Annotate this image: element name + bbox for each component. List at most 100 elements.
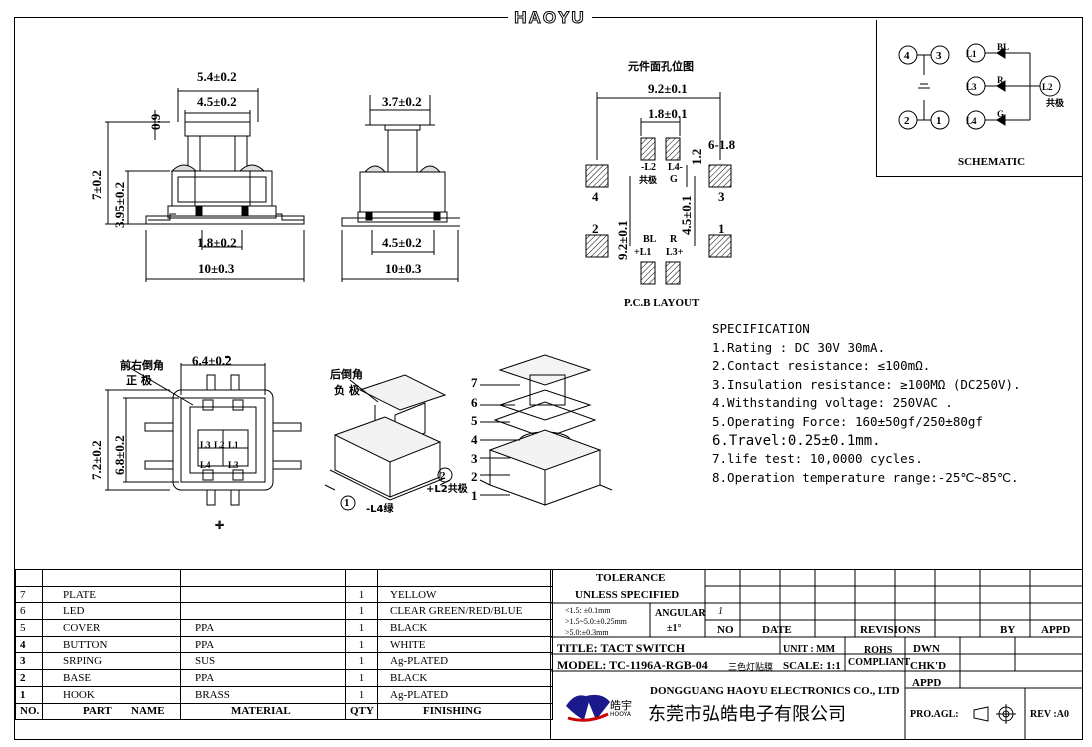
pcb-dim-inner: 4.5±0.1 [679, 195, 694, 235]
exploded-view [479, 354, 613, 506]
top-dim-height: 7.2±0.2 [89, 440, 104, 480]
schematic-common-label: 共极 [1046, 99, 1065, 109]
iso-num-2: 2 [440, 470, 446, 482]
top-note-chamfer: 前右倒角 [120, 359, 164, 372]
side-dim-top: 3.7±0.2 [382, 94, 422, 109]
schematic-node-1: 1 [936, 115, 942, 127]
pcb-label-r: R [670, 234, 678, 245]
tb-tolerance: TOLERANCE [596, 572, 666, 584]
pcb-label-common: 共极 [639, 176, 658, 186]
title-block-grid [550, 569, 1083, 740]
pcb-dim-pad-h: 1.2 [689, 148, 704, 165]
pcb-dim-span: 9.2±0.1 [648, 81, 688, 96]
tb-angular: ANGULAR [655, 608, 706, 619]
top-pad-l3b: L3 [228, 460, 239, 470]
schematic-led-g: G [997, 109, 1005, 119]
pcb-pad-4: 4 [592, 189, 599, 204]
schematic-title: SCHEMATIC [958, 156, 1026, 168]
pcb-label-l1: +L1 [634, 247, 652, 258]
exploded-num-5: 5 [471, 413, 478, 428]
tb-tol-2: >1.5~5.0:±0.25mm [565, 617, 627, 626]
company-name-cn: 东莞市弘皓电子有限公司 [648, 704, 846, 725]
svg-text:+: + [215, 517, 224, 534]
brand-logo: HAOYU [508, 8, 592, 27]
tb-angular-val: ±1° [667, 623, 682, 634]
tb-compliant: COMPLIANT [848, 657, 911, 668]
bom-header-row: NO. PART NAME MATERIAL QTY FINISHING [15, 702, 553, 721]
front-dim-body-height: 3.95±0.2 [112, 181, 127, 228]
spec-item-7: 7.life test: 10,0000 cycles. [712, 451, 923, 467]
tb-rev-row: 1 [718, 606, 723, 617]
spec-item-3: 3.Insulation resistance: ≥100MΩ (DC250V)… [712, 376, 1021, 392]
schematic-pin-l1: L1 [966, 49, 977, 59]
schematic-led-r: R [997, 75, 1004, 85]
tb-tol-3: >5.0:±0.3mm [565, 628, 609, 637]
spec-item-2: 2.Contact resistance: ≤100mΩ. [712, 358, 931, 374]
spec-item-4: 4.Withstanding voltage: 250VAC . [712, 395, 953, 411]
iso-label-l2: +L2共极 [426, 484, 468, 495]
tb-appd-2: APPD [912, 677, 942, 689]
exploded-num-3: 3 [471, 451, 478, 466]
tb-model-cn: 三色灯贴膜 [728, 663, 774, 673]
tb-chkd: CHK'D [910, 660, 947, 672]
exploded-num-2: 2 [471, 469, 478, 484]
tb-proagl: PRO.AGL: [910, 709, 959, 720]
tb-model: MODEL: TC-1196A-RGB-04 [557, 658, 708, 672]
schematic-led-bl: BL [997, 42, 1010, 52]
tb-revisions: REVISIONS [860, 624, 921, 636]
front-dim-width-button: 4.5±0.2 [197, 94, 237, 109]
front-dim-width-top: 5.4±0.2 [197, 69, 237, 84]
iso-view [324, 374, 453, 511]
side-view [341, 95, 460, 282]
tb-date: DATE [762, 624, 792, 636]
tb-tol-1: <1.5: ±0.1mm [565, 606, 611, 615]
exploded-num-4: 4 [471, 432, 478, 447]
front-dim-pitch: 1.8±0.2 [197, 235, 237, 250]
pcb-pad-3: 3 [718, 189, 725, 204]
tb-no: NO [717, 624, 734, 636]
spec-item-8: 8.Operation temperature range:-25℃~85℃. [712, 469, 1019, 485]
company-logo-mark [566, 694, 610, 722]
spec-item-6: 6.Travel:0.25±0.1mm. [712, 432, 881, 449]
front-dim-height: 7±0.2 [89, 170, 104, 200]
tb-title: TITLE: TACT SWITCH [557, 641, 686, 655]
iso-note-chamfer: 后倒角 [330, 368, 363, 381]
tb-unit: UNIT : MM [783, 644, 836, 655]
company-name-en: DONGGUANG HAOYU ELECTRONICS CO., LTD [650, 685, 900, 697]
projection-angle-icon [973, 704, 1016, 724]
svg-text:-: - [225, 349, 230, 364]
schematic-node-4: 4 [904, 50, 910, 62]
schematic-node-2: 2 [904, 115, 910, 127]
exploded-num-1: 1 [471, 488, 478, 503]
front-dim-cap: 0.9 [148, 113, 163, 130]
tb-appd: APPD [1041, 624, 1071, 636]
pcb-dim-pitch: 1.8±0.1 [648, 106, 688, 121]
front-dim-length: 10±0.3 [198, 261, 235, 276]
spec-item-1: 1.Rating : DC 30V 30mA. [712, 339, 886, 355]
pcb-label-bl: BL [643, 234, 657, 245]
tb-scale: SCALE: 1:1 [783, 660, 841, 672]
pcb-label-l2: -L2 [641, 162, 656, 173]
front-view [105, 88, 305, 282]
pcb-pad-1: 1 [718, 221, 725, 236]
specification-block: SPECIFICATION 1.Rating : DC 30V 30mA. 2.… [712, 320, 1021, 487]
side-dim-length: 10±0.3 [385, 261, 422, 276]
pcb-dim-pad: 6-1.8 [708, 137, 736, 152]
pcb-label-l4: L4- [668, 162, 683, 173]
exploded-num-6: 6 [471, 395, 478, 410]
top-pad-l1: L1 [228, 440, 239, 450]
schematic-node-3: 3 [936, 50, 942, 62]
spec-item-5: 5.Operating Force: 160±50gf/250±80gf [712, 413, 983, 429]
iso-num-1: 1 [344, 497, 350, 509]
schematic-box [876, 20, 1082, 177]
tb-dwn: DWN [913, 643, 940, 655]
top-note-positive: 正 极 [126, 374, 152, 387]
exploded-num-7: 7 [471, 375, 478, 390]
iso-note-negative: 负 极 [334, 384, 360, 397]
